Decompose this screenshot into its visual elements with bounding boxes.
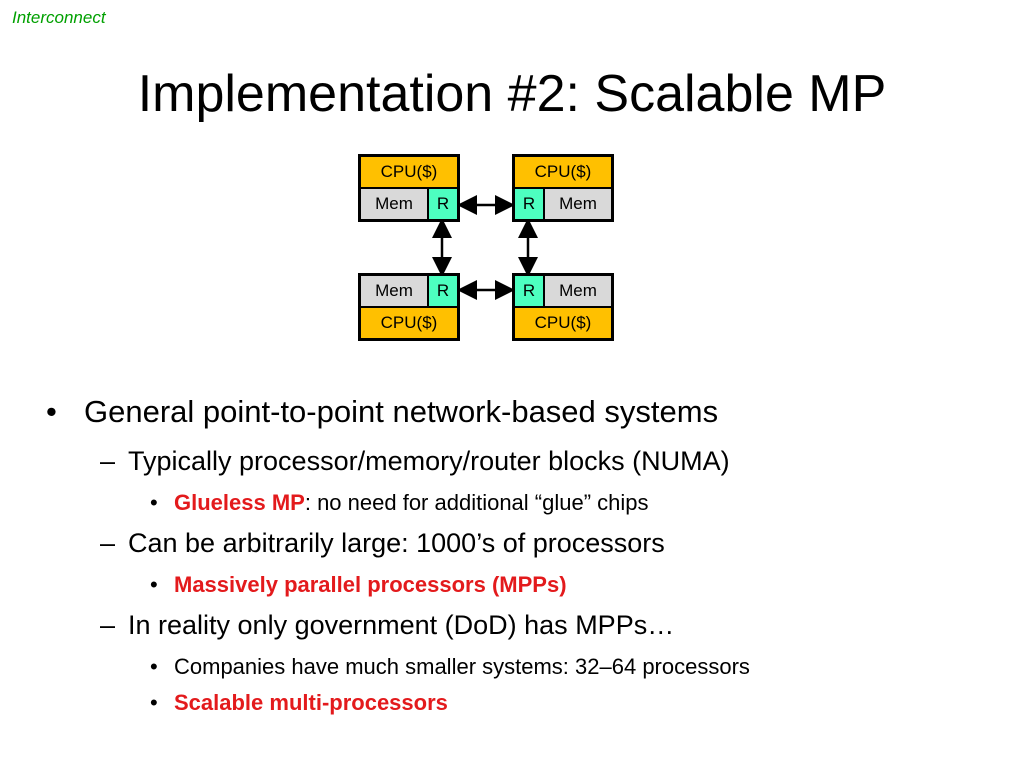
dash-marker: – [100,446,116,476]
router-block: R [514,275,544,307]
cpu-block: CPU($) [360,307,458,339]
bullet-level1: • General point-to-point network-based s… [46,394,718,430]
cpu-block: CPU($) [514,156,612,188]
router-block: R [514,188,544,220]
bullet-marker: • [150,690,158,715]
node-top-left: CPU($) Mem R [358,154,460,222]
bullet-level2: – Typically processor/memory/router bloc… [100,446,730,477]
slide-title: Implementation #2: Scalable MP [137,65,887,123]
bullet-level3: • Companies have much smaller systems: 3… [150,654,750,680]
bullet-level2: – Can be arbitrarily large: 1000’s of pr… [100,528,665,559]
bullet-marker: • [46,394,57,429]
bullet-text: Companies have much smaller systems: 32–… [174,654,750,679]
memory-block: Mem [360,188,428,220]
node-bottom-right: R Mem CPU($) [512,273,614,341]
bullet-level2: – In reality only government (DoD) has M… [100,610,674,641]
bullet-text: Can be arbitrarily large: 1000’s of proc… [128,528,665,558]
memory-block: Mem [360,275,428,307]
cpu-block: CPU($) [514,307,612,339]
highlight-text: Glueless MP [174,490,305,515]
section-tag: Interconnect [12,8,106,27]
bullet-text: Typically processor/memory/router blocks… [128,446,730,476]
bullet-level3: • Massively parallel processors (MPPs) [150,572,567,598]
node-top-right: CPU($) R Mem [512,154,614,222]
bullet-level3: • Glueless MP: no need for additional “g… [150,490,649,516]
dash-marker: – [100,610,116,640]
highlight-text: Scalable multi-processors [174,690,448,715]
bullet-text: : no need for additional “glue” chips [304,490,649,515]
cpu-block: CPU($) [360,156,458,188]
memory-block: Mem [544,275,612,307]
dash-marker: – [100,528,116,558]
bullet-text: In reality only government (DoD) has MPP… [128,610,675,640]
router-block: R [428,188,458,220]
bullet-marker: • [150,572,158,597]
bullet-marker: • [150,654,158,679]
bullet-text: General point-to-point network-based sys… [84,394,719,429]
router-block: R [428,275,458,307]
highlight-text: Massively parallel processors (MPPs) [174,572,567,597]
memory-block: Mem [544,188,612,220]
node-bottom-left: Mem R CPU($) [358,273,460,341]
bullet-level3: • Scalable multi-processors [150,690,448,716]
bullet-marker: • [150,490,158,515]
